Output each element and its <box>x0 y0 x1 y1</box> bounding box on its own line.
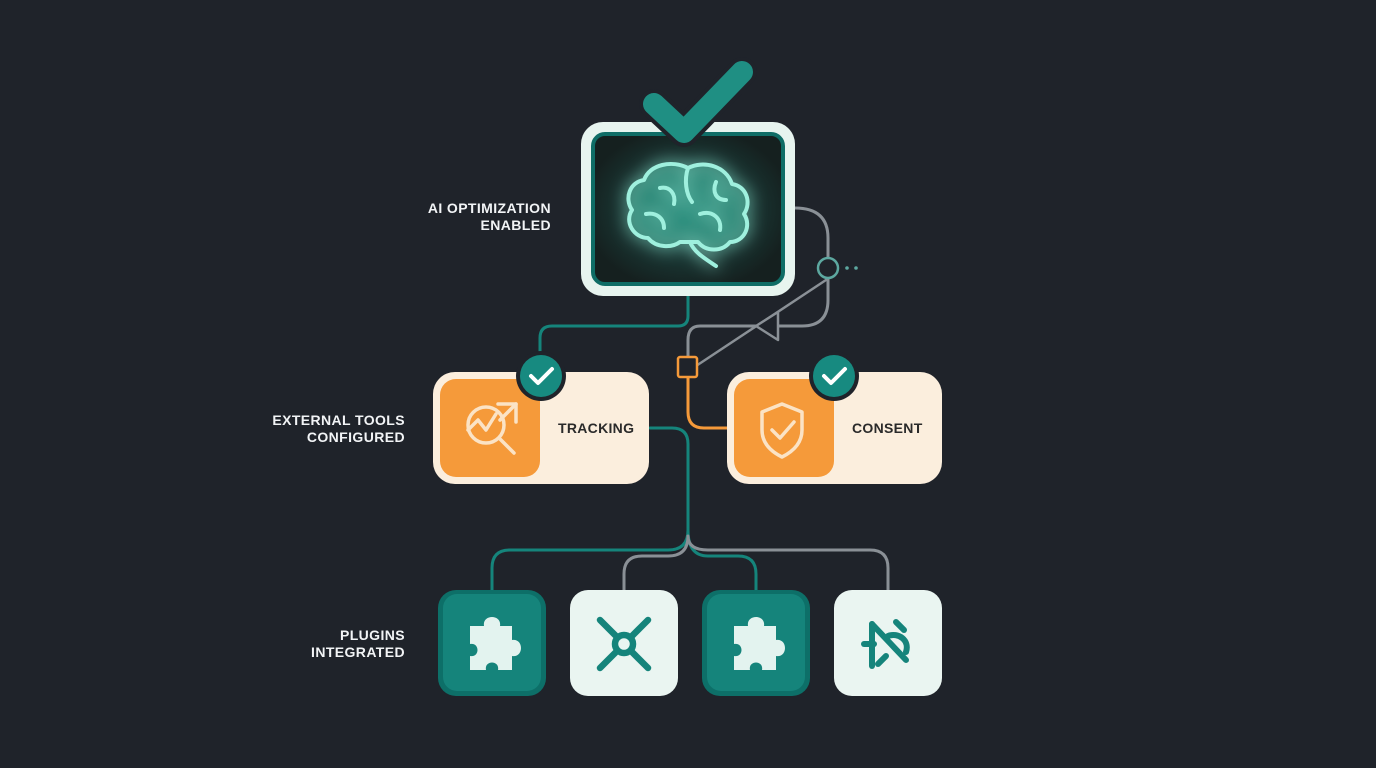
loop-node <box>816 256 840 280</box>
line-to-plugin-2 <box>622 534 690 594</box>
plugin-tile-1[interactable] <box>438 590 546 696</box>
tools-label-line2: CONFIGURED <box>306 429 405 445</box>
plugins-label-line2: INTEGRATED <box>311 644 405 660</box>
ai-optimization-node <box>581 57 795 296</box>
ai-label-line2: ENABLED <box>480 217 551 233</box>
line-ai-to-tracking <box>538 294 690 362</box>
puzzle-icon <box>470 617 521 670</box>
puzzle-icon <box>734 617 785 670</box>
loop-dot-2 <box>854 266 858 270</box>
tracking-check-badge <box>520 355 562 397</box>
plugin-tile-4[interactable] <box>834 590 942 696</box>
tools-label-line1: EXTERNAL TOOLS <box>272 412 405 428</box>
brain-icon <box>626 162 750 268</box>
plugin-tile-3[interactable] <box>702 590 810 696</box>
tracking-card[interactable]: TRACKING <box>433 351 649 484</box>
plugins-integrated-label: PLUGINS INTEGRATED <box>165 627 405 661</box>
flow-arrow-icon <box>754 310 780 342</box>
connector-icon <box>596 616 652 672</box>
loop-dot-1 <box>845 266 849 270</box>
consent-card[interactable]: CONSENT <box>727 351 942 484</box>
consent-icon-tile <box>734 379 834 477</box>
line-to-plugin-4 <box>686 534 890 594</box>
external-tools-label: EXTERNAL TOOLS CONFIGURED <box>165 412 405 446</box>
tracking-check-icon <box>529 367 554 385</box>
ai-optimization-label: AI OPTIMIZATION ENABLED <box>311 200 551 234</box>
shield-check-icon <box>760 402 804 459</box>
analytics-magnifier-icon <box>466 402 518 455</box>
line-tracking-down <box>648 426 690 532</box>
plugin-tile-2[interactable] <box>570 590 678 696</box>
ai-enabled-checkmark-icon <box>643 61 753 143</box>
line-to-plugin-3 <box>686 528 758 594</box>
junction-square <box>676 355 699 379</box>
line-ai-feedback <box>793 206 830 264</box>
plugins-label-line1: PLUGINS <box>339 627 405 643</box>
ai-label-line1: AI OPTIMIZATION <box>427 200 551 216</box>
consent-check-badge <box>813 355 855 397</box>
line-to-plugin-1 <box>490 528 690 594</box>
line-orange-to-consent <box>686 376 730 430</box>
tracking-label: TRACKING <box>558 420 634 436</box>
line-feedback-return <box>686 276 830 358</box>
consent-check-icon <box>822 367 847 385</box>
consent-label: CONSENT <box>852 420 923 436</box>
gear-broken-icon <box>861 619 910 669</box>
